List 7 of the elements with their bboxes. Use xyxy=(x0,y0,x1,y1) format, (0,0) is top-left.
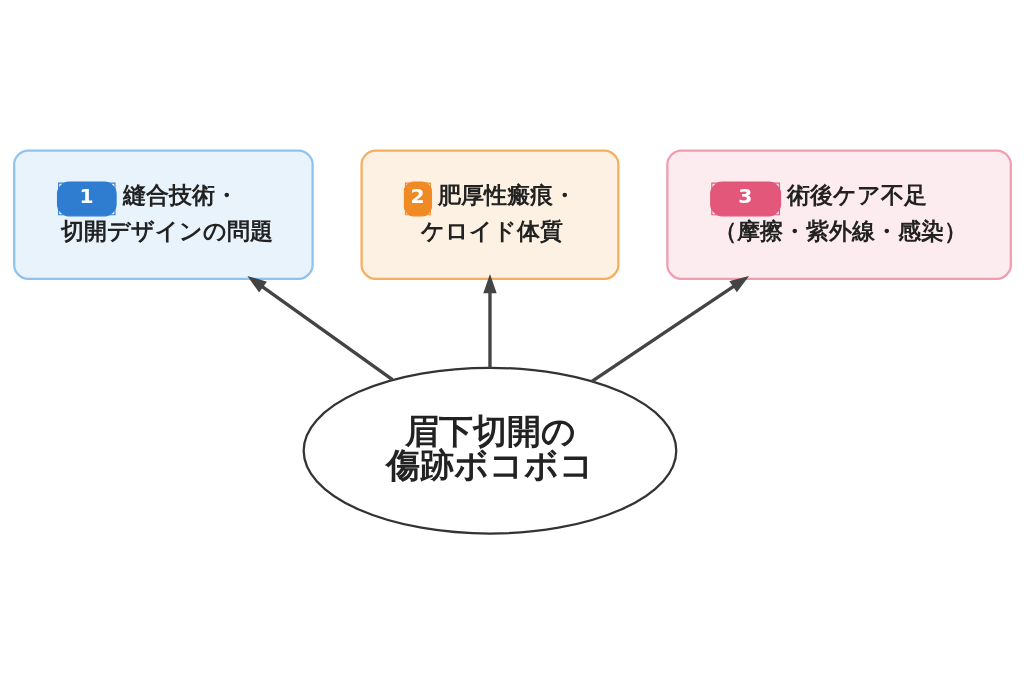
node-box: 1 縫合技術・切開デザインの問題 xyxy=(12,148,314,280)
node-ellipse: 眉下切開の傷跡ボコボコ xyxy=(302,366,677,535)
arrow xyxy=(590,275,749,383)
node-box: 3 術後ケア不足 （摩擦・紫外線・感染） xyxy=(665,148,1012,280)
node-box: 2 肥厚性瘢痕・ケロイド体質 xyxy=(359,148,619,280)
arrow xyxy=(246,275,393,381)
arrow xyxy=(482,273,497,368)
